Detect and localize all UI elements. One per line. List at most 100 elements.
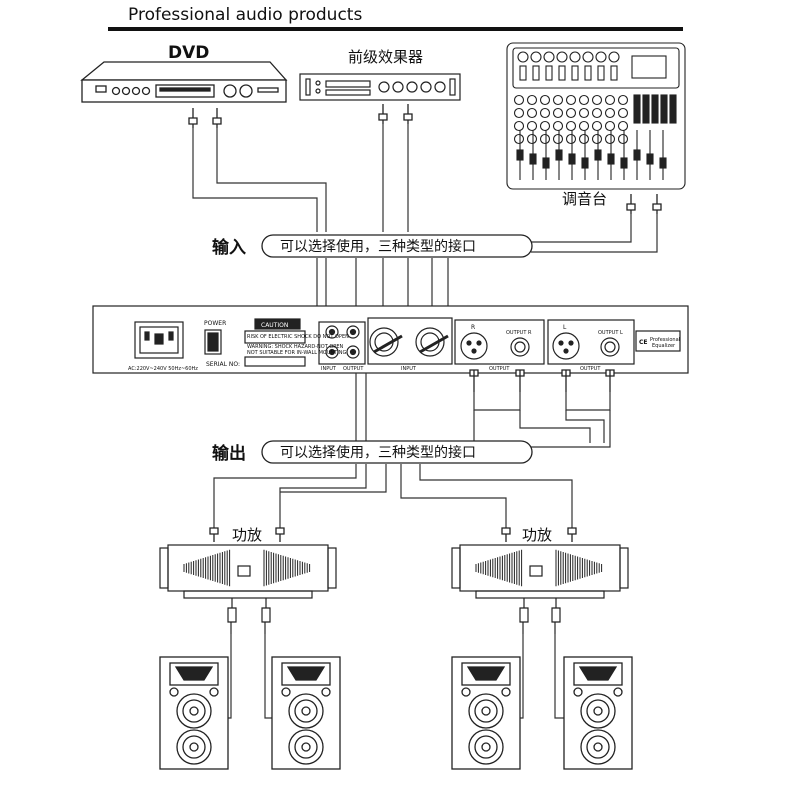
mixer-fader-cap bbox=[659, 157, 667, 169]
mixer-knob bbox=[539, 94, 551, 106]
mixer-knob bbox=[604, 120, 616, 132]
output-l-group-label: OUTPUT bbox=[580, 366, 601, 372]
rca-output-label: OUTPUT bbox=[343, 366, 364, 372]
speaker-cabinets bbox=[159, 656, 633, 770]
mixer-knob bbox=[565, 107, 577, 119]
source-plugs bbox=[188, 104, 662, 214]
output-side-label: 输出 bbox=[212, 443, 246, 464]
equalizer-labels: POWER CAUTION RISK OF ELECTRIC SHOCK DO … bbox=[128, 320, 680, 372]
mixer-input-socket bbox=[530, 51, 542, 63]
mixer-knob bbox=[552, 120, 564, 132]
output-l-jack-label: OUTPUT L bbox=[598, 330, 623, 336]
mixer-input-socket bbox=[556, 51, 568, 63]
mixer-knob bbox=[591, 94, 603, 106]
mixer-input-socket bbox=[517, 51, 529, 63]
mixer-jack bbox=[610, 65, 618, 81]
power-label: POWER bbox=[204, 320, 226, 327]
amp-right-label: 功放 bbox=[522, 526, 552, 544]
mixer-fader-cap bbox=[646, 153, 654, 165]
mixer-jack bbox=[571, 65, 579, 81]
xlr-input-label: INPUT bbox=[401, 366, 417, 372]
speaker-cabinet bbox=[159, 656, 229, 770]
mixer-fader-cap bbox=[568, 153, 576, 165]
mixer-jack bbox=[584, 65, 592, 81]
mixer-knob bbox=[591, 133, 603, 145]
preamp-label: 前级效果器 bbox=[348, 48, 423, 66]
mixer-fader-cap bbox=[516, 149, 524, 161]
mixer-knob bbox=[565, 94, 577, 106]
brand-line-2: Equalizer bbox=[652, 343, 676, 349]
output-r-jack-label: OUTPUT R bbox=[506, 330, 532, 336]
power-amplifier-left bbox=[159, 544, 337, 599]
mixer-jack bbox=[519, 65, 527, 81]
ac-text: AC:220V~240V 50Hz~60Hz bbox=[128, 366, 198, 372]
dvd-label: DVD bbox=[168, 43, 209, 63]
output-caption: 可以选择使用，三种类型的接口 bbox=[280, 444, 476, 461]
mixer-knob bbox=[591, 107, 603, 119]
mixer-meter bbox=[651, 94, 659, 124]
caution-label: CAUTION bbox=[261, 322, 288, 329]
warning-text-2: NOT SUITABLE FOR IN-WALL MOUNTING bbox=[247, 350, 347, 356]
mixer-input-socket bbox=[608, 51, 620, 63]
amp-input-plugs bbox=[209, 527, 577, 542]
caution-sub: RISK OF ELECTRIC SHOCK DO NOT OPEN bbox=[247, 334, 349, 340]
mixer-knob bbox=[617, 107, 629, 119]
mixer-knob bbox=[513, 133, 525, 145]
input-caption-pill bbox=[261, 234, 533, 258]
header-rule bbox=[108, 27, 683, 31]
mixer-input-socket bbox=[543, 51, 555, 63]
mixer-fader-cap bbox=[529, 153, 537, 165]
output-plugs bbox=[469, 369, 615, 392]
mixer-knob bbox=[578, 120, 590, 132]
mixer-fader-cap bbox=[607, 153, 615, 165]
mixing-console bbox=[506, 42, 686, 190]
speaker-connectors bbox=[227, 598, 561, 634]
mixer-input-socket bbox=[569, 51, 581, 63]
mixer-fader-cap bbox=[555, 149, 563, 161]
mixer-fader-cap bbox=[542, 157, 550, 169]
mixer-meter bbox=[633, 94, 641, 124]
mixer-knob bbox=[565, 133, 577, 145]
output-caption-pill bbox=[261, 440, 533, 464]
mixer-meter bbox=[660, 94, 668, 124]
mixer-meter bbox=[642, 94, 650, 124]
amp-left-label: 功放 bbox=[232, 526, 262, 544]
mixer-knob bbox=[604, 94, 616, 106]
output-r-group-label: OUTPUT bbox=[489, 366, 510, 372]
mixer-knob bbox=[539, 133, 551, 145]
xlr-r-label: R bbox=[471, 324, 475, 331]
input-caption: 可以选择使用，三种类型的接口 bbox=[280, 238, 476, 255]
mixer-fader-cap bbox=[581, 157, 589, 169]
brand-line-1: Professional bbox=[650, 337, 680, 343]
page-title: Professional audio products bbox=[128, 5, 362, 25]
mixer-jack bbox=[545, 65, 553, 81]
xlr-l-label: L bbox=[563, 324, 567, 331]
mixer-jack bbox=[558, 65, 566, 81]
mixer-knob bbox=[526, 120, 538, 132]
warning-text: WARNING: SHOCK HAZARD-NOT OPEN bbox=[247, 344, 343, 350]
output-cables bbox=[213, 373, 611, 528]
mixer-knob bbox=[604, 107, 616, 119]
mixer-knob bbox=[578, 133, 590, 145]
mixer-knob bbox=[565, 120, 577, 132]
mixer-jack bbox=[597, 65, 605, 81]
mixer-label: 调音台 bbox=[562, 190, 607, 208]
equalizer-rear-panel bbox=[92, 305, 689, 374]
mixer-input-socket bbox=[582, 51, 594, 63]
input-side-label: 输入 bbox=[212, 237, 246, 258]
mixer-knob bbox=[552, 133, 564, 145]
mixer-knob bbox=[617, 120, 629, 132]
mixer-knob bbox=[578, 94, 590, 106]
speaker-cabinet bbox=[451, 656, 521, 770]
mixer-knob bbox=[617, 133, 629, 145]
mixer-knob bbox=[513, 120, 525, 132]
mixer-meter bbox=[669, 94, 677, 124]
power-amplifier-right bbox=[451, 544, 629, 599]
mixer-knob bbox=[552, 107, 564, 119]
mixer-knob bbox=[539, 107, 551, 119]
mixer-jack bbox=[532, 65, 540, 81]
serial-label: SERIAL NO: bbox=[206, 361, 240, 368]
mixer-knob bbox=[539, 120, 551, 132]
rca-input-label: INPUT bbox=[321, 366, 337, 372]
